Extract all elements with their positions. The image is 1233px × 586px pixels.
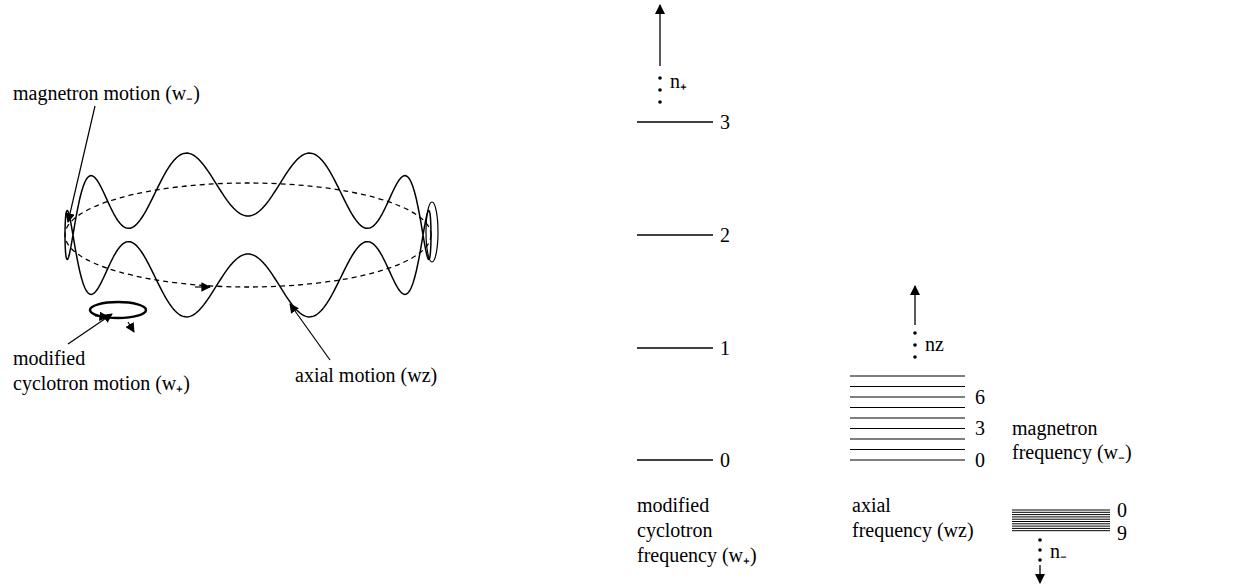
energy-level <box>850 407 965 408</box>
end-loop <box>426 202 438 262</box>
energy-level <box>1012 530 1110 531</box>
leader-line <box>68 106 95 222</box>
energy-level <box>1012 512 1110 513</box>
ellipsis-dots <box>658 76 662 104</box>
motion-label: modified <box>13 347 85 369</box>
frequency-label: modified <box>637 494 709 516</box>
energy-level <box>1012 526 1110 527</box>
motion-label: cyclotron motion (w₊) <box>13 372 190 394</box>
axial-levels <box>850 376 965 460</box>
frequency-label: frequency (w₋) <box>1012 441 1132 463</box>
energy-level <box>1012 516 1110 517</box>
quantum-number: n₋ <box>1050 540 1067 562</box>
level-number: 6 <box>975 386 985 408</box>
down-arrow <box>1039 565 1040 583</box>
level-number: 9 <box>1117 522 1127 544</box>
energy-level <box>850 459 965 460</box>
energy-level <box>1012 510 1110 511</box>
level-number: 0 <box>720 449 730 471</box>
energy-level <box>1012 519 1110 520</box>
motion-label: magnetron motion (w₋) <box>13 82 200 104</box>
frequency-label: frequency (wz) <box>852 519 974 541</box>
leader-line <box>68 314 112 344</box>
magnetron-orbit <box>65 183 431 287</box>
quantum-number: nz <box>925 333 944 355</box>
frequency-label: frequency (w₊) <box>637 544 757 566</box>
frequency-label: axial <box>852 494 891 516</box>
level-number: 3 <box>720 111 730 133</box>
direction-arrow <box>195 286 210 287</box>
cyclotron-levels <box>637 122 713 460</box>
level-number: 3 <box>975 417 985 439</box>
level-number: 0 <box>975 449 985 471</box>
energy-level <box>850 375 965 376</box>
energy-level <box>1012 528 1110 529</box>
up-arrow <box>659 5 660 66</box>
frequency-label: cyclotron <box>637 519 713 541</box>
level-number: 0 <box>1117 499 1127 521</box>
cyclotron-orbit <box>90 302 146 318</box>
energy-level <box>1012 521 1110 522</box>
level-number: 2 <box>720 224 730 246</box>
energy-level <box>850 438 965 439</box>
energy-level <box>1012 523 1110 524</box>
axial-wave <box>65 153 431 317</box>
ellipsis-dots <box>1038 538 1042 562</box>
leader-line <box>290 304 330 360</box>
energy-level <box>1012 514 1110 515</box>
motion-label: axial motion (wz) <box>295 364 437 386</box>
quantum-number: n₊ <box>670 70 687 92</box>
energy-level <box>850 449 965 450</box>
ellipsis-dots <box>913 331 917 359</box>
energy-level <box>850 396 965 397</box>
direction-arrow <box>95 316 108 317</box>
frequency-label: magnetron <box>1012 417 1098 439</box>
direction-arrow <box>128 322 134 332</box>
level-number: 1 <box>720 337 730 359</box>
up-arrow <box>914 286 915 325</box>
energy-level <box>850 417 965 418</box>
energy-level <box>850 386 965 387</box>
energy-level <box>850 428 965 429</box>
magnetron-levels <box>1012 510 1110 531</box>
